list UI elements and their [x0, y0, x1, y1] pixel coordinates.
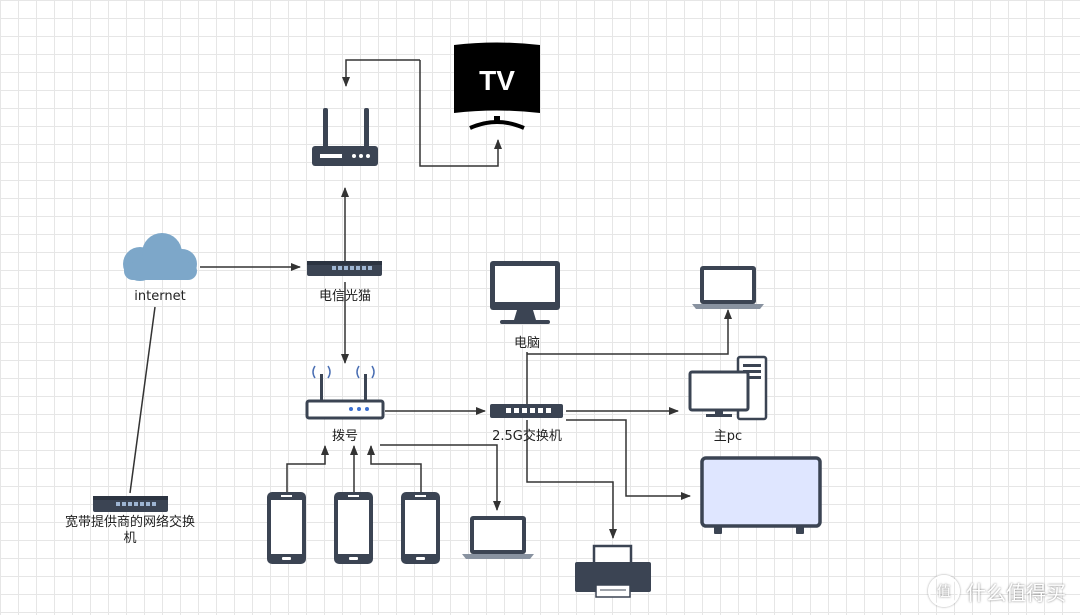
dialer-router-icon	[305, 365, 385, 420]
laptop-icon-bottom	[462, 516, 534, 559]
cloud-icon	[123, 233, 197, 281]
dialer-label: 拨号	[331, 429, 359, 444]
main-pc-icon	[688, 355, 768, 421]
edge-switch-to-printer	[526, 420, 617, 539]
switch-icon	[490, 404, 563, 418]
watermark: 值 什么值得买	[928, 575, 1066, 607]
computer-label: 电脑	[513, 336, 541, 351]
edge-switch-to-laptop-top	[527, 309, 732, 355]
big-tv-icon	[700, 456, 822, 534]
edge-dialer-to-laptop	[380, 444, 501, 511]
main-pc-label: 主pc	[713, 429, 743, 444]
printer-icon	[575, 544, 651, 598]
edge-phone1-to-dialer	[286, 445, 329, 493]
modem-icon	[307, 261, 382, 276]
router-icon	[312, 108, 378, 166]
isp-switch-label: 宽带提供商的网络交换机	[65, 515, 196, 546]
watermark-logo-icon: 值	[928, 575, 960, 607]
edge-isp-to-internet	[129, 306, 156, 494]
switch-label: 2.5G交换机	[492, 429, 562, 444]
edge-tv-loop	[342, 59, 420, 87]
modem-label: 电信光猫	[318, 289, 372, 304]
phone-icon-1	[267, 492, 306, 564]
edge-router-to-tv	[419, 60, 502, 167]
computer-monitor-icon	[490, 261, 560, 324]
tv-icon	[454, 42, 540, 130]
tv-label: TV	[479, 65, 515, 96]
phone-icon-3	[401, 492, 440, 564]
watermark-text: 什么值得买	[966, 580, 1066, 605]
edge-phone3-to-dialer	[367, 445, 422, 493]
phone-icon-2	[334, 492, 373, 564]
laptop-icon-top	[692, 266, 764, 309]
isp-switch-icon	[93, 496, 168, 512]
edge-switch-to-bigtv	[566, 419, 691, 500]
internet-label: internet	[134, 289, 186, 304]
